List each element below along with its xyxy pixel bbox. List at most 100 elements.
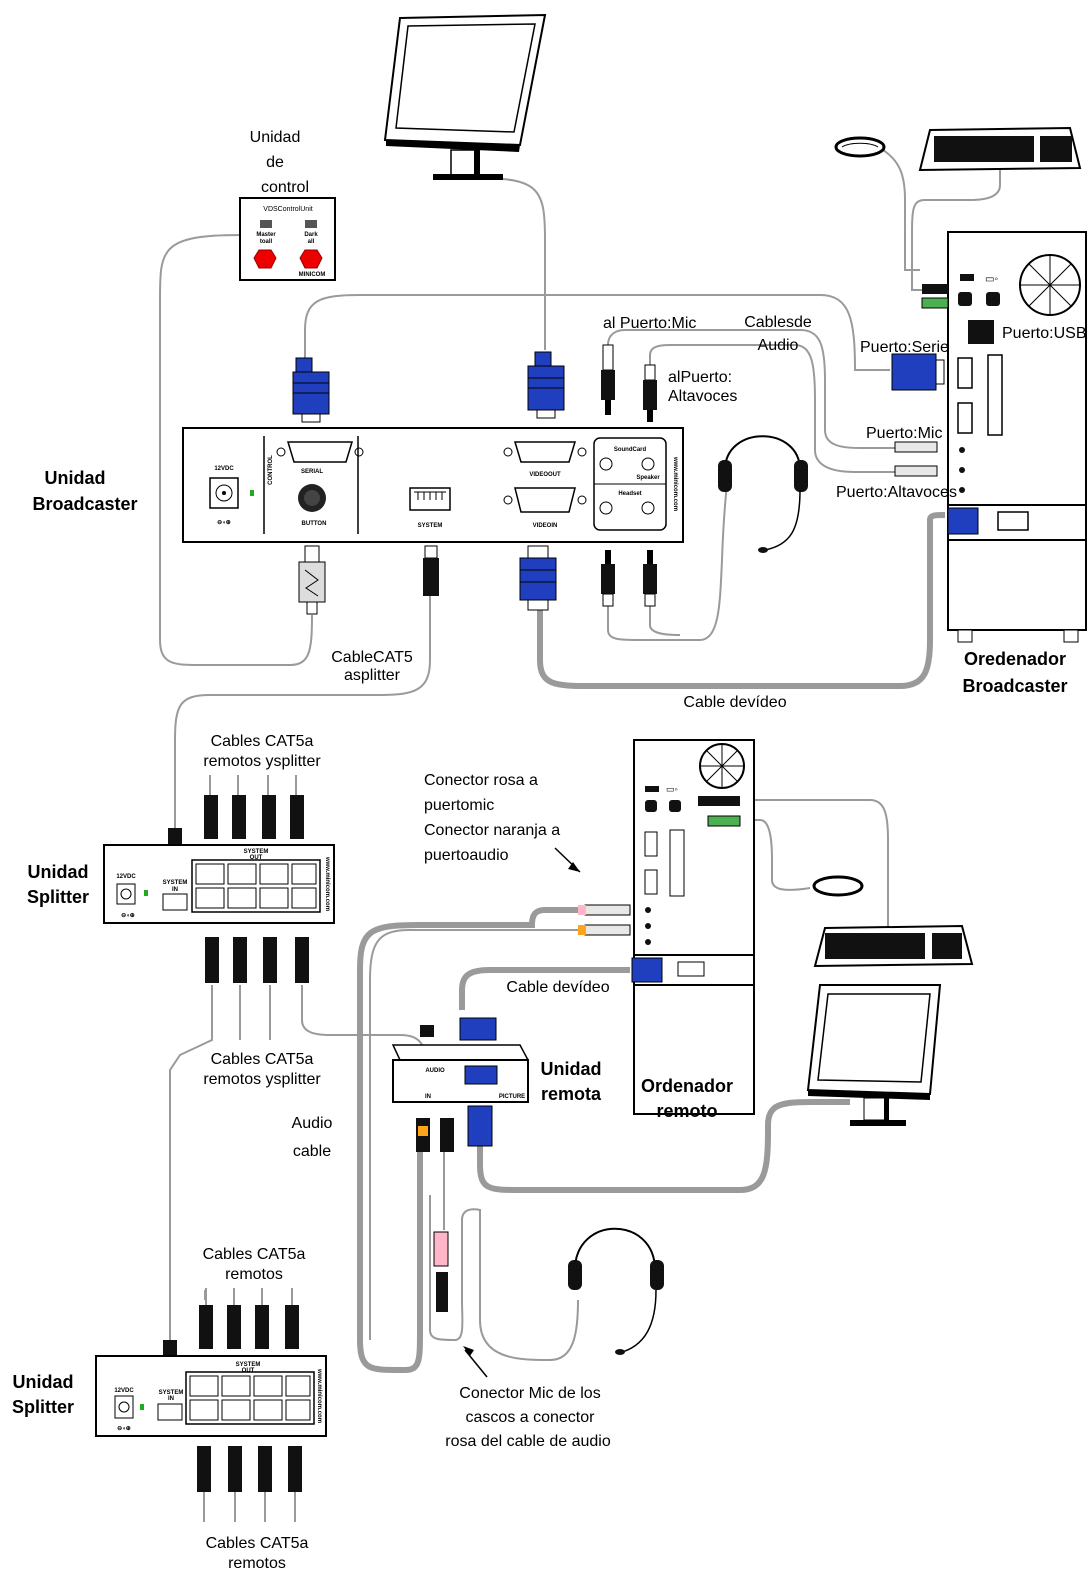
control-brand: MINICOM	[299, 272, 326, 278]
system-port-icon	[409, 487, 451, 511]
cat5-to-splitter-label-2: asplitter	[344, 667, 401, 684]
splitter-1-url: www.minicom.com	[324, 856, 330, 911]
system-label: SYSTEM	[418, 523, 443, 529]
cat5-bottom2-label-1: Cables CAT5a	[206, 1535, 309, 1552]
splitter-unit-2: Unidad Splitter Cables CAT5a remotos 12V…	[12, 1246, 327, 1572]
port-mic-label: Puerto:Mic	[866, 425, 942, 442]
connector-note-3: Conector naranja a	[424, 822, 560, 839]
splitter-2-url: www.minicom.com	[316, 1368, 322, 1423]
splitter-1-dc-label: 12VDC	[116, 874, 136, 880]
pc-broadcaster-label-2: Broadcaster	[962, 676, 1067, 696]
videoout-port-icon	[503, 441, 587, 463]
connector-note-4: puertoaudio	[424, 847, 509, 864]
splitter-unit-1: Unidad Splitter Cables CAT5a remotos ysp…	[27, 733, 335, 1088]
control-master-label-2: toall	[260, 239, 273, 245]
broadcaster-label-2: Broadcaster	[32, 494, 137, 514]
audio-cables-label-2: Audio	[758, 337, 799, 354]
svg-text:⊖◖⊕: ⊖◖⊕	[121, 913, 135, 919]
soundcard-label: SoundCard	[614, 447, 647, 453]
control-dark-label-1: Dark	[304, 232, 318, 238]
headset-plugs	[601, 550, 657, 607]
broadcaster-monitor	[383, 13, 547, 180]
broadcaster-label-1: Unidad	[45, 468, 106, 488]
remote-headset-icon	[433, 1227, 664, 1355]
port-usb-label: Puerto:USB	[1002, 325, 1086, 342]
cables	[159, 147, 1001, 1373]
video-cable-2-label: Cable devídeo	[506, 979, 609, 996]
to-port-speakers-label-1: alPuerto:	[668, 369, 732, 386]
headset-note: Conector Mic de los cascos a conector ro…	[445, 1346, 611, 1450]
headset-note-3: rosa del cable de audio	[445, 1433, 611, 1450]
remote-mouse-icon	[812, 875, 864, 897]
svg-text:⊖◖⊕: ⊖◖⊕	[217, 520, 231, 526]
splitter-1-ports	[195, 863, 317, 909]
remote-unit: AUDIO IN PICTURE Unidad remota	[391, 1017, 602, 1152]
audio-cables-label-1: Cablesde	[744, 314, 812, 331]
remote-keyboard-icon	[813, 924, 974, 968]
keyboard-icon	[918, 126, 1082, 172]
control-unit-label-2: de	[266, 154, 284, 171]
pc-broadcaster-label-1: Oredenador	[964, 649, 1066, 669]
splitter-2-out-label-1: SYSTEM	[236, 1362, 261, 1368]
splitter-2-out-label-2: OUT	[242, 1368, 255, 1374]
pc-remote-label-1: Ordenador	[641, 1076, 733, 1096]
audio-plugs-top	[601, 344, 657, 422]
broadcaster-pc: ▭◦ Puerto:Serie Puerto:USB Puerto:Mic Pu…	[834, 126, 1087, 696]
broadcaster-url: www.minicom.com	[672, 456, 678, 511]
headset-label: Headset	[618, 491, 641, 497]
broadcaster-headset-icon	[718, 435, 808, 553]
videoout-plug	[527, 351, 565, 419]
audio-cable-label-1: Audio	[292, 1115, 333, 1132]
cat5-top2-label-1: Cables CAT5a	[203, 1246, 306, 1263]
audio-cable-label-2: cable	[293, 1143, 331, 1160]
headset-note-2: cascos a conector	[466, 1409, 596, 1426]
remote-in-label: IN	[425, 1094, 431, 1100]
remote-picture-label: PICTURE	[499, 1094, 525, 1100]
videoin-label: VIDEOIN	[533, 523, 558, 529]
videoin-plug	[519, 545, 557, 611]
pc-remote-label-2: remoto	[656, 1101, 717, 1121]
port-serial-label: Puerto:Serie	[860, 339, 949, 356]
svg-text:⊖◖⊕: ⊖◖⊕	[117, 1426, 131, 1432]
serial-plug	[292, 357, 330, 423]
remote-monitor	[806, 984, 942, 1126]
system-cat5-plug	[423, 545, 439, 596]
splitter-2-label-1: Unidad	[13, 1372, 74, 1392]
cat5-top-label-1: Cables CAT5a	[211, 733, 314, 750]
fan-icon	[1019, 254, 1081, 316]
speaker-label: Speaker	[636, 475, 660, 481]
cat5-to-splitter-label-1: CableCAT5	[331, 649, 413, 666]
broadcaster-unit: Unidad Broadcaster al Puerto:Mic Cables	[32, 314, 811, 711]
control-unit: Unidad de control VDSControlUnit Master …	[239, 129, 336, 281]
splitter-1-label-2: Splitter	[27, 887, 89, 907]
splitter-2-top-plugs	[163, 1288, 299, 1384]
svg-text:▭◦: ▭◦	[985, 274, 998, 285]
remote-unit-label-1: Unidad	[541, 1059, 602, 1079]
splitter-2-bottom-plugs	[197, 1446, 302, 1522]
control-unit-panel-name: VDSControlUnit	[263, 206, 312, 213]
videoin-port-icon	[503, 487, 587, 513]
serial-label: SERIAL	[301, 469, 323, 475]
svg-text:▭◦: ▭◦	[666, 784, 678, 794]
remote-pc: Conector rosa a puertomic Conector naran…	[424, 739, 974, 1126]
serial-port-icon	[276, 441, 364, 463]
remote-fan-icon	[699, 743, 745, 789]
splitter-2-in-label-1: SYSTEM	[159, 1390, 184, 1396]
splitter-1-bottom-plugs	[205, 937, 309, 983]
mouse-icon	[834, 136, 886, 158]
to-port-mic-label: al Puerto:Mic	[603, 315, 696, 332]
splitter-1-out-label-1: SYSTEM	[244, 849, 269, 855]
video-cable-1-label: Cable devídeo	[683, 694, 786, 711]
port-speakers-label: Puerto:Altavoces	[836, 484, 957, 501]
cat5-bottom-label-1: Cables CAT5a	[211, 1051, 314, 1068]
remote-audio-label: AUDIO	[425, 1068, 445, 1074]
control-dark-label-2: all	[308, 239, 315, 245]
cat5-bottom-label-2: remotos ysplitter	[203, 1071, 321, 1088]
connector-note-1: Conector rosa a	[424, 772, 538, 789]
to-port-speakers-label-2: Altavoces	[668, 388, 737, 405]
button-label: BUTTON	[302, 521, 327, 527]
splitter-1-label-1: Unidad	[28, 862, 89, 882]
cat5-top2-label-2: remotos	[225, 1266, 283, 1283]
control-panel-label: CONTROL	[268, 455, 274, 485]
